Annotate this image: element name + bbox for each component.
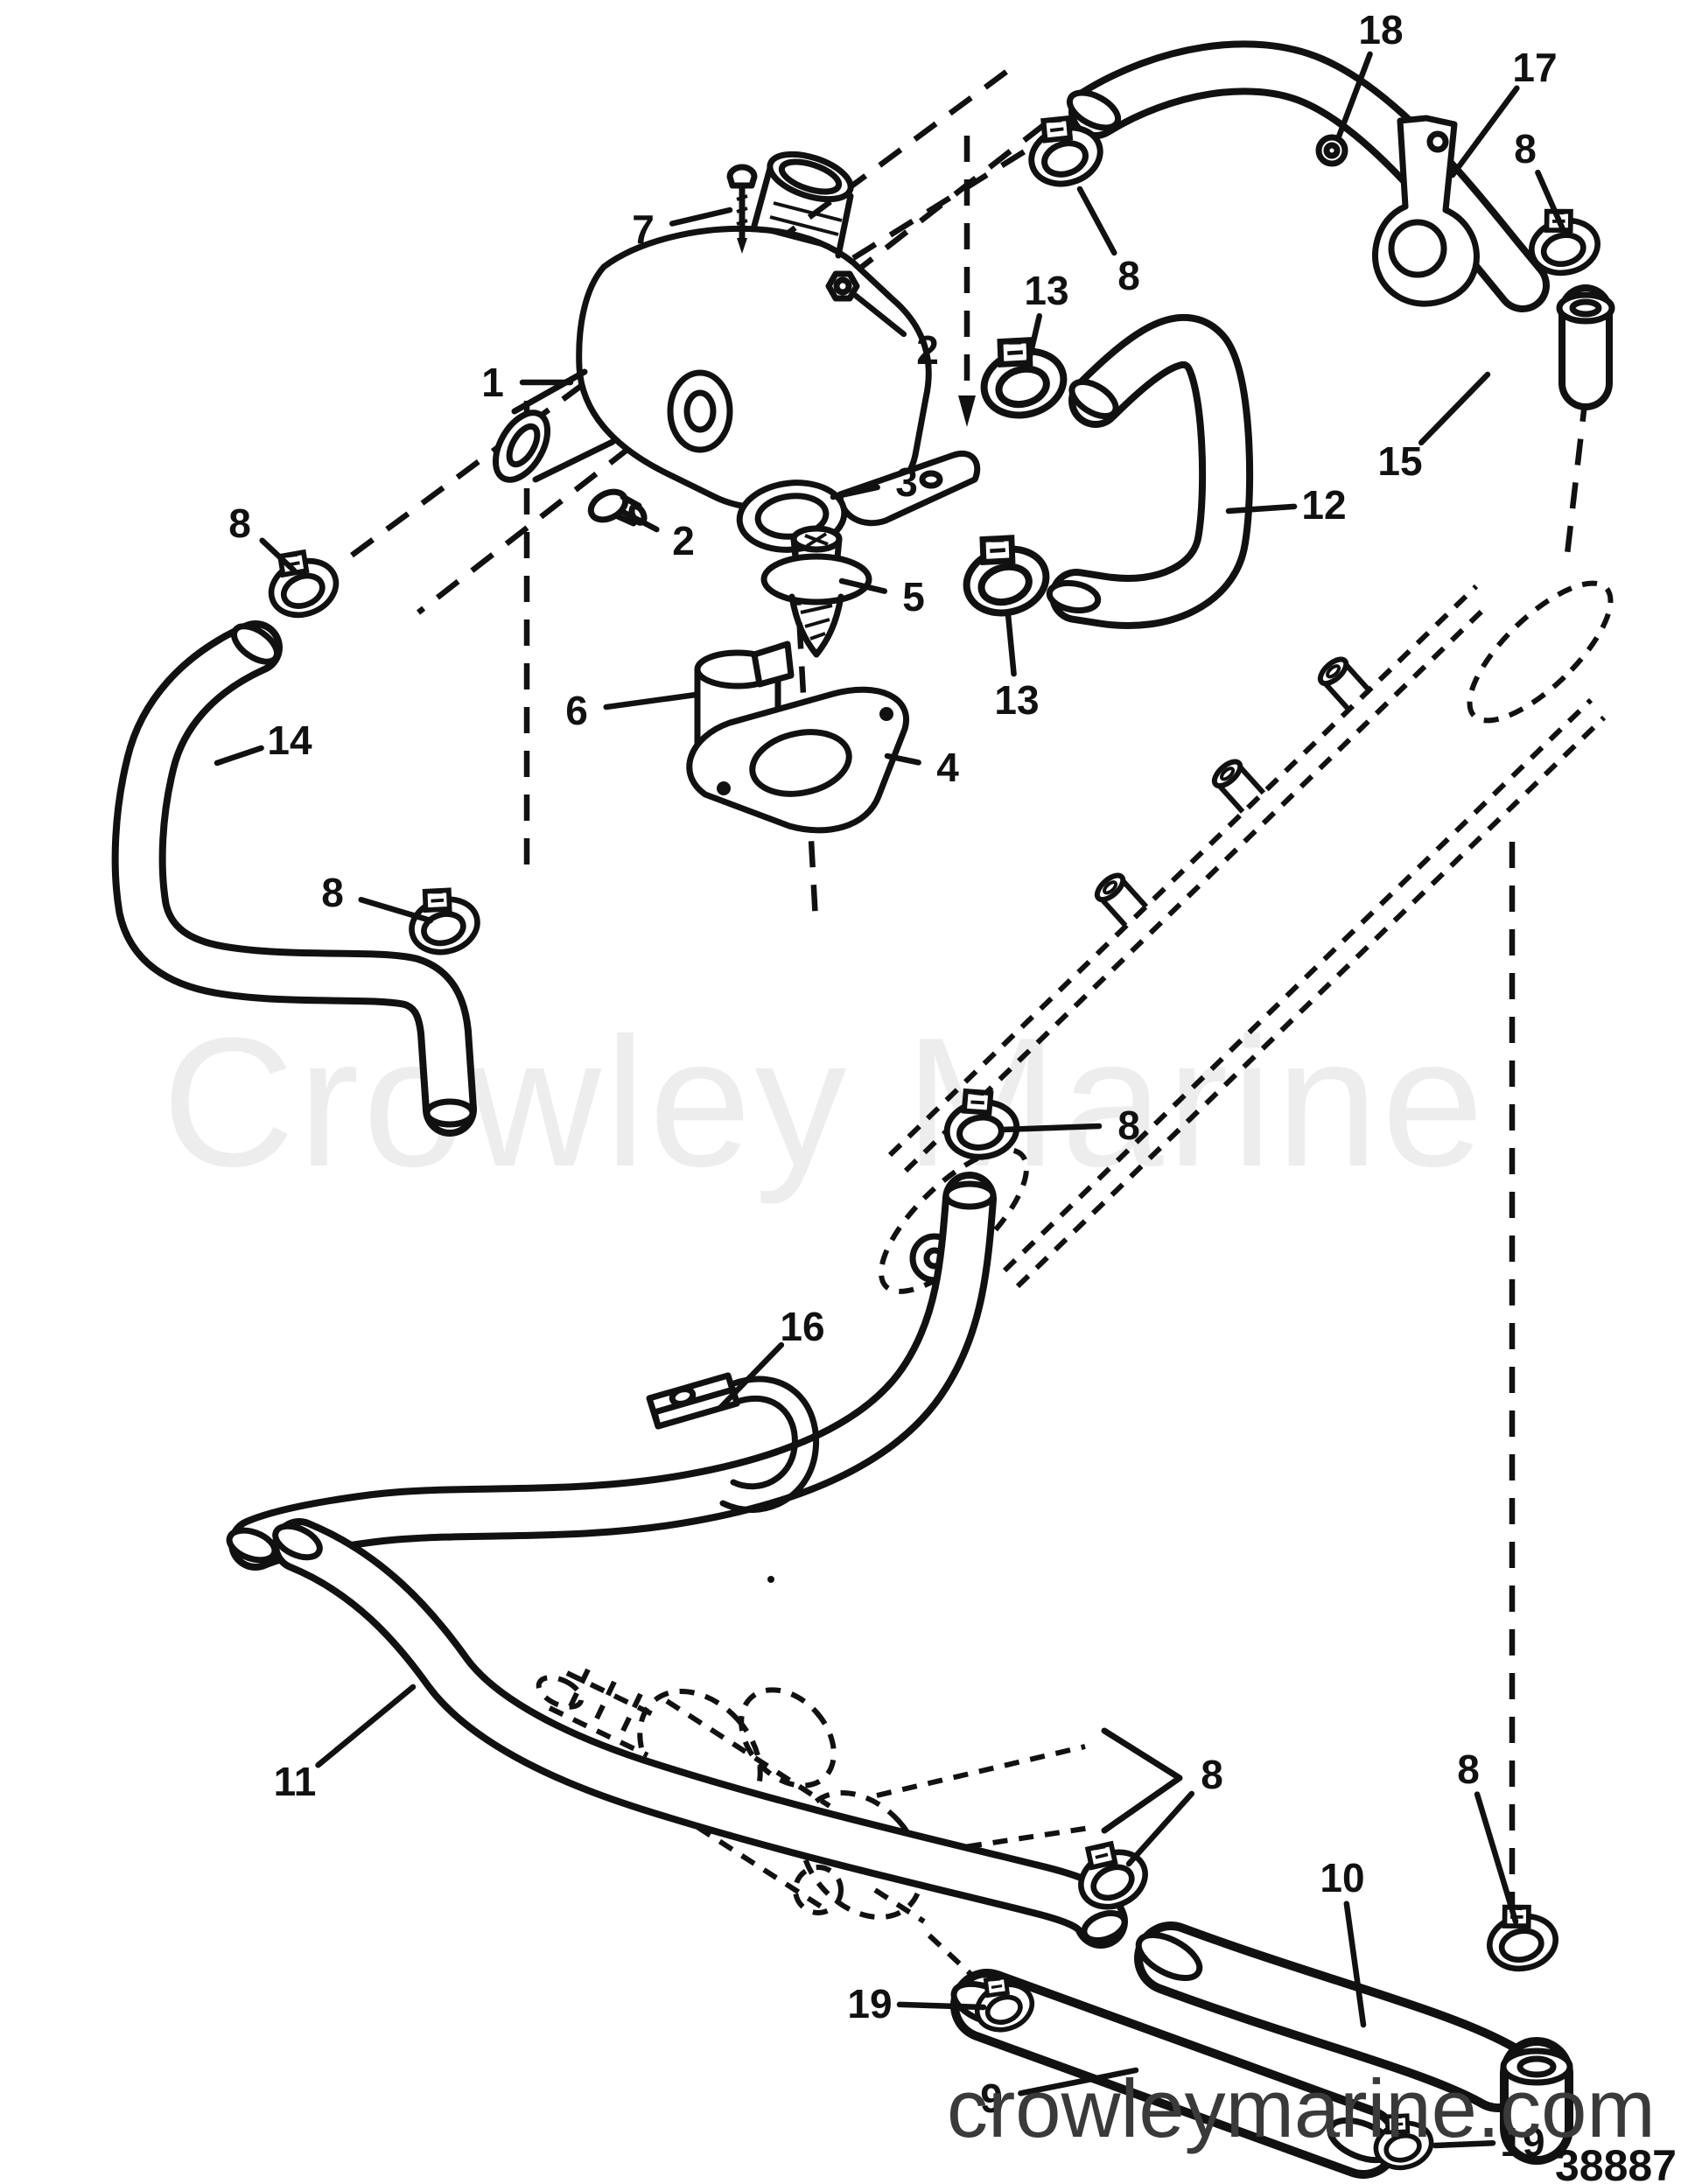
leader-line-9-26 (1018, 2067, 1139, 2096)
hose-15-end-stub (1556, 284, 1615, 410)
leader-line-16-20 (716, 1341, 785, 1412)
drawing-number: 38887 (1555, 2141, 1677, 2184)
callout-8-12: 8 (1514, 126, 1537, 172)
callout-17-11: 17 (1512, 45, 1557, 90)
leader-line-13-15 (1005, 611, 1017, 677)
callout-3-4: 3 (895, 459, 918, 505)
callout-7-1: 7 (632, 206, 655, 252)
clamp-8-bottomright (1482, 1898, 1561, 1974)
watermark-text: Crowley Marine (162, 999, 1488, 1205)
callout-8-16: 8 (228, 500, 251, 546)
callout-8-8: 8 (1117, 253, 1140, 298)
callout-8-23: 8 (1201, 1752, 1223, 1797)
leader-line-19-22 (896, 2001, 987, 2011)
leader-line-12-14 (1225, 503, 1298, 514)
callout-9-26: 9 (980, 2076, 1003, 2121)
break-mark (1101, 1727, 1183, 1834)
nut-18 (1315, 134, 1348, 167)
screw-7 (726, 164, 758, 254)
phantom-lines (341, 69, 1589, 1906)
callout-2-2: 2 (916, 327, 939, 373)
gasket-4 (686, 686, 909, 834)
hose-exchanger-left (226, 1172, 997, 1571)
leader-line-15-13 (1418, 371, 1491, 446)
callout-10-24: 10 (1320, 1855, 1364, 1900)
leader-line-4-7 (884, 752, 921, 766)
callout-5-5: 5 (902, 574, 925, 620)
callout-8-19: 8 (1117, 1102, 1140, 1148)
callout-19-22: 19 (847, 1981, 892, 2026)
plug-2-lower (587, 488, 648, 527)
leader-line-5-5 (838, 578, 888, 594)
leader-line-8-18 (358, 896, 434, 924)
leader-line-14-17 (214, 745, 264, 766)
leader-line-13-9 (1024, 312, 1043, 371)
hose-14 (111, 620, 477, 1137)
callout-14-17: 14 (267, 718, 312, 763)
callout-1-0: 1 (481, 360, 504, 405)
leader-line-8-25 (1474, 1791, 1519, 1925)
leader-line-8-16 (259, 537, 298, 574)
callout-8-25: 8 (1457, 1746, 1480, 1792)
hose-11 (272, 1518, 1128, 1949)
clamp-13-lower (956, 526, 1054, 621)
leader-line-3-4 (830, 484, 880, 500)
website-text: crowleymarine.com (947, 2062, 1656, 2154)
leader-line-17-11 (1449, 85, 1520, 178)
leader-line-11-21 (315, 1684, 417, 1768)
leader-line-18-10 (1335, 51, 1373, 140)
callout-11-21: 11 (274, 1759, 317, 1804)
nut-2-upper (825, 270, 860, 302)
callout-15-13: 15 (1377, 438, 1422, 484)
hose-15 (1066, 40, 1550, 312)
hose-12 (1046, 313, 1254, 629)
callout-13-9: 13 (1024, 268, 1068, 313)
leader-line-19-27 (1432, 2139, 1496, 2149)
callout-8-18: 8 (321, 870, 344, 915)
stray-dot (767, 1576, 774, 1583)
callout-16-20: 16 (780, 1304, 824, 1349)
callout-18-10: 18 (1358, 7, 1403, 52)
callout-19-27: 19 (1500, 2119, 1544, 2165)
leader-line-8-8 (1076, 186, 1117, 256)
callout-12-14: 12 (1301, 482, 1346, 528)
leader-line-6-6 (603, 691, 699, 710)
clamp-8-left2 (403, 880, 483, 959)
callout-13-15: 13 (994, 677, 1039, 723)
clamp-13-upper (973, 328, 1071, 424)
leader-line-8-19 (999, 1123, 1103, 1133)
thermostat-5 (760, 525, 872, 658)
leader-line-2-2 (852, 292, 907, 338)
leader-line-2-3 (620, 508, 660, 533)
leader-line-8-23 (1125, 1790, 1195, 1867)
callout-2-3: 2 (672, 518, 695, 564)
bracket-17 (1372, 115, 1480, 307)
callout-6-6: 6 (565, 688, 588, 733)
bracket-16 (646, 1372, 820, 1514)
leader-line-8-12 (1535, 169, 1566, 233)
hose-10-end-stub (1500, 2037, 1573, 2165)
callout-4-7: 4 (936, 745, 959, 790)
leader-line-10-24 (1343, 1900, 1367, 2028)
leader-line-7-1 (669, 206, 733, 227)
